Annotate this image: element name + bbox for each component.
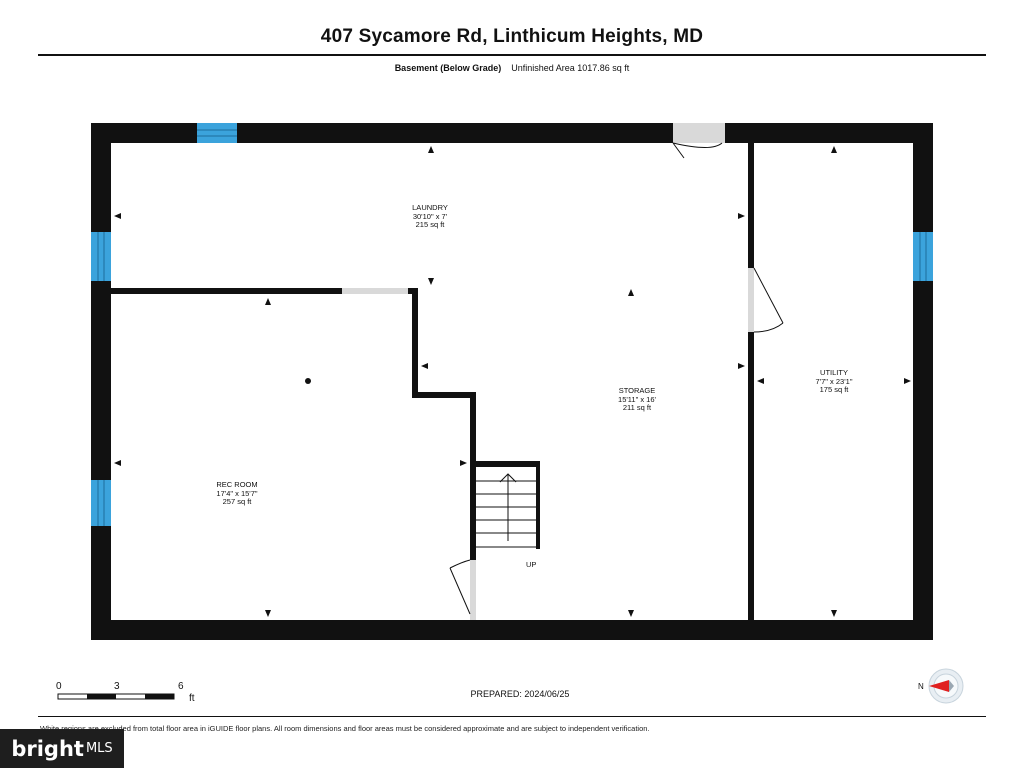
north-arrow-icon: N xyxy=(918,668,964,704)
disclaimer-text: White regions are excluded from total fl… xyxy=(40,724,650,733)
utility-door-swing xyxy=(753,267,784,333)
room-laundry-name: LAUNDRY xyxy=(412,203,448,212)
rec-door-gap xyxy=(470,560,476,620)
footer-divider xyxy=(38,716,986,717)
room-laundry: LAUNDRY 30'10" x 7' 215 sq ft xyxy=(380,203,480,230)
room-utility-area: 175 sq ft xyxy=(819,385,849,394)
outer-wall-right xyxy=(913,123,933,640)
room-storage-dims: 15'11" x 16' xyxy=(618,394,656,404)
window-left-upper xyxy=(91,232,111,281)
scale-bar: 0 3 6 ft xyxy=(56,681,195,703)
room-laundry-area: 215 sq ft xyxy=(415,220,445,229)
window-left-lower xyxy=(91,480,111,526)
room-utility: UTILITY 7'7" x 23'1" 175 sq ft xyxy=(784,368,884,395)
window-top xyxy=(197,123,237,143)
room-rec-room-name: REC ROOM xyxy=(216,480,258,489)
stair-direction-arrow xyxy=(499,473,517,541)
logo-suffix: MLS xyxy=(85,741,113,756)
rec-wall-stair-side xyxy=(470,392,476,560)
fixture-dot xyxy=(305,378,311,384)
compass-north-label: N xyxy=(918,682,924,691)
dimension-markers xyxy=(114,146,911,617)
outer-wall-bottom xyxy=(91,620,933,640)
rec-wall-top xyxy=(111,288,342,294)
rec-opening xyxy=(342,288,408,294)
bright-mls-logo: bright MLS xyxy=(0,729,124,768)
room-utility-dims: 7'7" x 23'1" xyxy=(815,376,853,386)
room-rec-room: REC ROOM 17'4" x 15'7" 257 sq ft xyxy=(187,480,287,507)
floor-area-label: Unfinished Area 1017.86 sq ft xyxy=(511,63,630,73)
header-divider xyxy=(38,54,986,56)
rec-door-swing xyxy=(449,559,471,615)
outer-wall-left xyxy=(91,123,111,640)
floor-subtitle: Basement (Below Grade) Unfinished Area 10… xyxy=(0,63,1024,73)
room-rec-room-dims: 17'4" x 15'7" xyxy=(216,488,258,498)
room-storage-area: 211 sq ft xyxy=(622,403,652,412)
prepared-date: PREPARED: 2024/06/25 xyxy=(470,689,570,699)
logo-brand: bright xyxy=(11,736,84,761)
floor-level-label: Basement (Below Grade) xyxy=(394,63,502,73)
scale-tick-3: 3 xyxy=(114,681,120,692)
room-utility-name: UTILITY xyxy=(820,368,848,377)
page-title: 407 Sycamore Rd, Linthicum Heights, MD xyxy=(320,26,704,47)
scale-tick-6: 6 xyxy=(178,681,184,692)
stair-label: UP xyxy=(526,560,536,569)
room-laundry-dims: 30'10" x 7' xyxy=(412,211,448,221)
utility-wall-lower xyxy=(748,332,754,622)
rec-wall-jog-horizontal xyxy=(412,392,476,398)
room-storage-name: STORAGE xyxy=(618,386,656,395)
door-gap-top xyxy=(673,123,725,143)
stair-top-wall xyxy=(476,461,540,467)
utility-door-gap xyxy=(748,268,754,332)
room-rec-room-area: 257 sq ft xyxy=(222,497,252,506)
scale-unit: ft xyxy=(189,693,195,703)
window-right xyxy=(913,232,933,281)
stair-treads xyxy=(476,480,536,548)
stair-right-wall xyxy=(536,461,540,549)
scale-tick-0: 0 xyxy=(56,681,62,692)
utility-wall-upper xyxy=(748,138,754,268)
rec-wall-jog-vertical xyxy=(412,288,418,398)
room-storage: STORAGE 15'11" x 16' 211 sq ft xyxy=(587,386,687,413)
door-swing-top xyxy=(672,142,723,159)
